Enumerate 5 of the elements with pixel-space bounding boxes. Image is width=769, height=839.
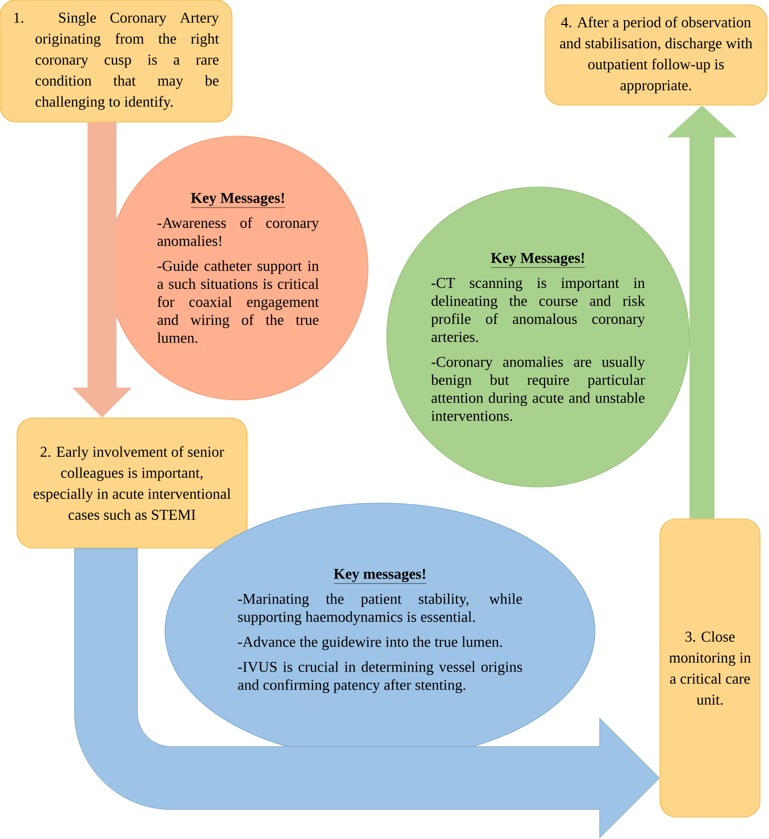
block-arrow bbox=[74, 548, 660, 838]
step-box: 3. Close monitoring in a critical care unit. bbox=[660, 518, 760, 818]
step-box: 1. Single Coronary Artery originating from the right coronary cusp is a rare condition that may be challenging to identify. bbox=[0, 0, 232, 122]
step-box: 4. After a period of observation and stabilisation, discharge with outpatient follow-up is appropriate. bbox=[544, 4, 768, 106]
step-box: 2. Early involvement of senior colleagues is important, especially in acute interventional cases such as STEMI bbox=[16, 418, 248, 548]
